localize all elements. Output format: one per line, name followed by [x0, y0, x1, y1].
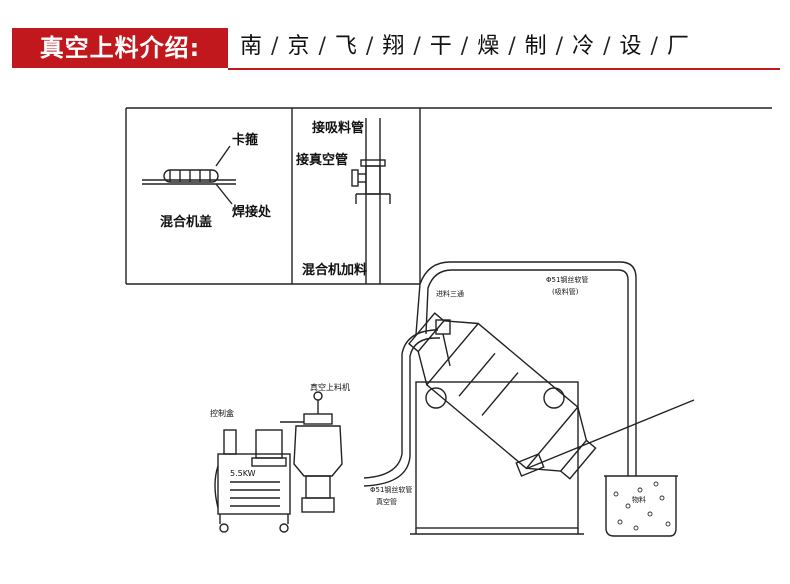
- label-mixer-feed: 混合机加料: [302, 262, 367, 278]
- company-char: 设: [619, 34, 642, 59]
- mixer-frame: [415, 381, 579, 529]
- company-char: 翔: [382, 34, 405, 59]
- company-separator: /: [650, 34, 658, 59]
- mixer-bearing-left: [425, 387, 447, 409]
- pipe-connection-detail: [351, 118, 391, 284]
- page-title: 真空上料介绍:: [12, 28, 228, 68]
- label-weld: 焊接处: [232, 204, 272, 220]
- label-clamp: 卡箍: [232, 132, 258, 148]
- company-char: 制: [524, 34, 547, 59]
- vacuum-loading-diagram: 卡箍 焊接处 混合机盖 接吸料管 接真空管 混合机加料 真空上料机 控制盒 5.…: [125, 107, 772, 537]
- label-hose-bottom-note: 真空管: [376, 497, 397, 506]
- title-underline: [228, 68, 780, 70]
- company-char: 京: [287, 34, 310, 59]
- clamp-detail: [142, 145, 236, 205]
- company-char: 冷: [572, 34, 595, 59]
- company-separator: /: [460, 34, 469, 59]
- company-separator: /: [271, 34, 279, 59]
- vacuum-loader: [280, 391, 343, 513]
- vacuum-hose: [363, 329, 438, 479]
- company-name: 南 / 京 / 飞 / 翔 / 干 / 燥 / 制 / 冷 / 设 / 厂: [240, 30, 689, 64]
- label-material: 物料: [632, 495, 646, 504]
- label-feed-pipe: 接吸料管: [312, 120, 364, 136]
- company-separator: /: [365, 34, 374, 59]
- label-hose-top: Φ51钢丝软管: [546, 275, 588, 284]
- label-control-box: 控制盒: [210, 408, 234, 418]
- label-hose-bottom: Φ51钢丝软管: [370, 485, 412, 494]
- discharge-line: [527, 399, 695, 469]
- company-separator: /: [603, 34, 611, 59]
- suction-hose-top: [415, 261, 637, 476]
- label-mixer-lid: 混合机盖: [160, 214, 212, 230]
- label-power: 5.5KW: [230, 469, 256, 478]
- company-separator: /: [318, 34, 326, 59]
- label-feed-tee: 进料三通: [436, 289, 464, 298]
- company-char: 飞: [334, 34, 357, 59]
- mixer-drum: [408, 312, 597, 480]
- company-separator: /: [508, 34, 516, 59]
- material-bucket: [605, 476, 677, 537]
- label-vacuum-pipe: 接真空管: [296, 152, 348, 168]
- mixer-bearing-right: [543, 387, 565, 409]
- label-hose-top-note: (吸料管): [552, 287, 579, 296]
- header: 真空上料介绍: 南 / 京 / 飞 / 翔 / 干 / 燥 / 制 / 冷 / 设 / 厂: [0, 0, 790, 80]
- company-char: 南: [240, 34, 263, 59]
- label-vacuum-loader: 真空上料机: [310, 382, 350, 392]
- company-char: 燥: [477, 34, 500, 59]
- control-cabinet: [214, 429, 291, 533]
- material-particles: [613, 481, 671, 531]
- company-char: 干: [429, 34, 452, 59]
- company-separator: /: [555, 34, 564, 59]
- company-char: 厂: [666, 34, 689, 59]
- company-separator: /: [413, 34, 421, 59]
